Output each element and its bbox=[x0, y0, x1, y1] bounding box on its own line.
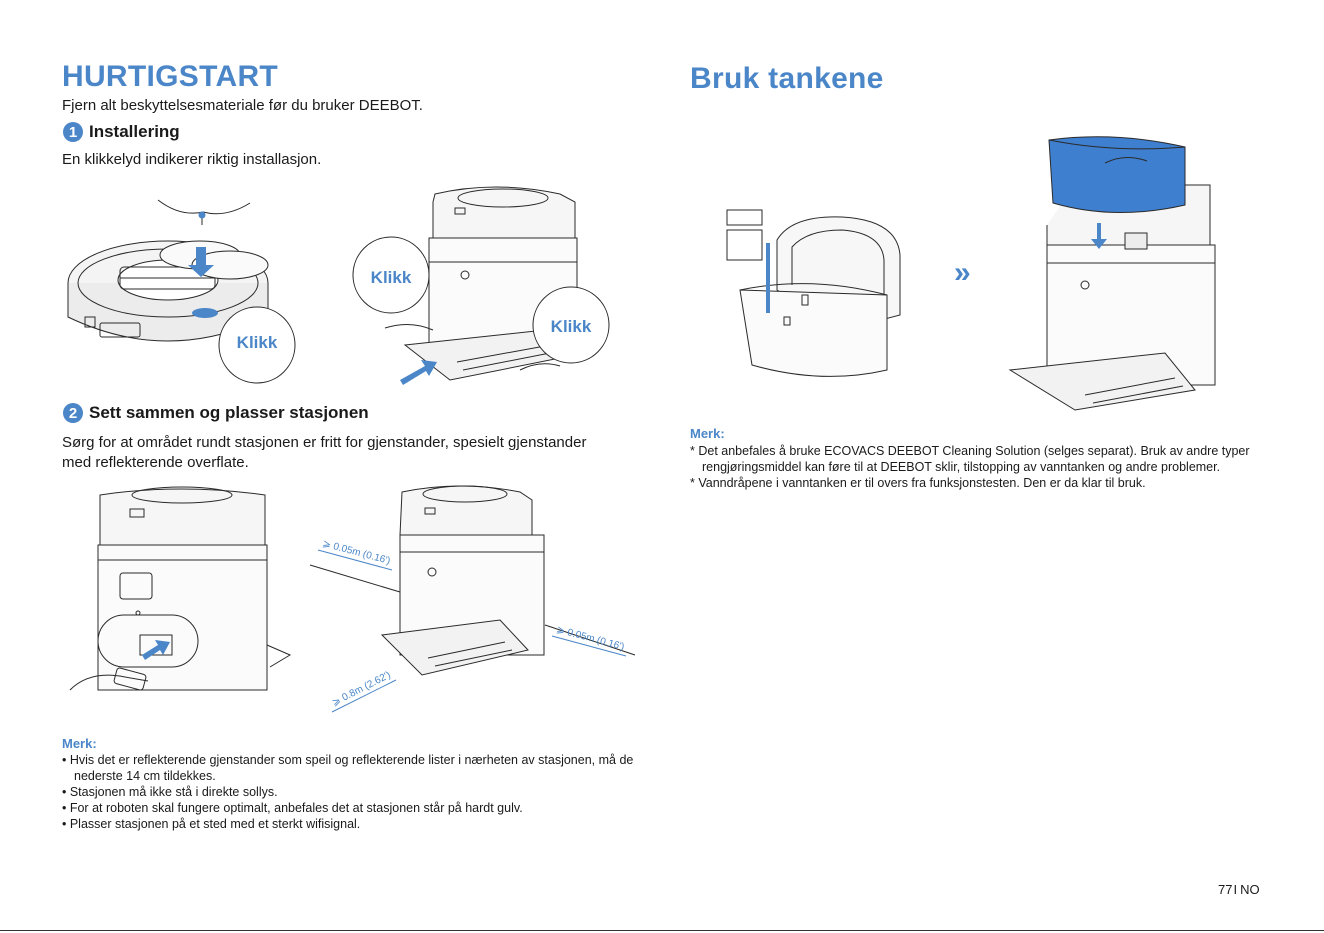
next-step-arrow-icon: » bbox=[954, 256, 971, 289]
click-label-3: Klikk bbox=[551, 317, 592, 336]
station-install-illustration: Klikk Klikk bbox=[352, 186, 610, 385]
step-2-text-line-2: med reflekterende overflate. bbox=[62, 454, 249, 471]
step-1-title: Installering bbox=[89, 122, 180, 141]
open-tank-illustration bbox=[726, 209, 901, 377]
left-notes: • Hvis det er reflekterende gjenstander … bbox=[62, 752, 642, 832]
page-title: HURTIGSTART bbox=[62, 60, 279, 93]
left-note-3: • For at roboten skal fungere optimalt, … bbox=[62, 801, 523, 815]
tanks-title: Bruk tankene bbox=[690, 62, 884, 95]
right-note-2: * Vanndråpene i vanntanken er til overs … bbox=[690, 476, 1146, 490]
page-number-separator: I bbox=[1233, 882, 1238, 897]
step-2-heading: 2 Sett sammen og plasser stasjonen bbox=[63, 403, 369, 423]
step-2-number: 2 bbox=[63, 403, 83, 423]
step-2-text-line-1: Sørg for at området rundt stasjonen er f… bbox=[62, 434, 587, 451]
station-back-illustration bbox=[69, 486, 292, 691]
step-2-text: Sørg for at området rundt stasjonen er f… bbox=[62, 433, 662, 473]
page-number-value: 77 bbox=[1218, 882, 1233, 897]
left-note-title: Merk: bbox=[62, 736, 97, 751]
step-1-text: En klikkelyd indikerer riktig installasj… bbox=[62, 151, 322, 168]
step-1-heading: 1 Installering bbox=[63, 122, 180, 142]
left-note-1: • Hvis det er reflekterende gjenstander … bbox=[62, 753, 634, 783]
click-label-1: Klikk bbox=[237, 333, 278, 352]
right-note-title: Merk: bbox=[690, 426, 725, 441]
left-note-4: • Plasser stasjonen på et sted med et st… bbox=[62, 817, 361, 831]
right-note-1: * Det anbefales å bruke ECOVACS DEEBOT C… bbox=[690, 444, 1250, 474]
intro-text: Fjern alt beskyttelsesmateriale før du b… bbox=[62, 97, 423, 114]
tank-insert-illustration bbox=[1008, 136, 1216, 411]
step-1-number: 1 bbox=[63, 122, 83, 142]
front-clearance: ⩾ 0.8m (2.62') bbox=[330, 670, 392, 709]
station-placement-illustration: ⩾ 0.05m (0.16') ⩾ 0.05m (0.16') ⩾ 0.8m (… bbox=[309, 485, 636, 713]
step-2-title: Sett sammen og plasser stasjonen bbox=[89, 403, 369, 422]
side-clearance-right: ⩾ 0.05m (0.16') bbox=[555, 624, 625, 653]
click-label-2: Klikk bbox=[371, 268, 412, 287]
robot-install-illustration: Klikk bbox=[67, 199, 296, 384]
left-note-2: • Stasjonen må ikke stå i direkte sollys… bbox=[62, 785, 278, 799]
bottom-rule bbox=[0, 930, 1324, 931]
side-clearance-left: ⩾ 0.05m (0.16') bbox=[321, 538, 391, 567]
page-language: NO bbox=[1240, 882, 1260, 897]
right-notes: * Det anbefales å bruke ECOVACS DEEBOT C… bbox=[690, 443, 1270, 491]
